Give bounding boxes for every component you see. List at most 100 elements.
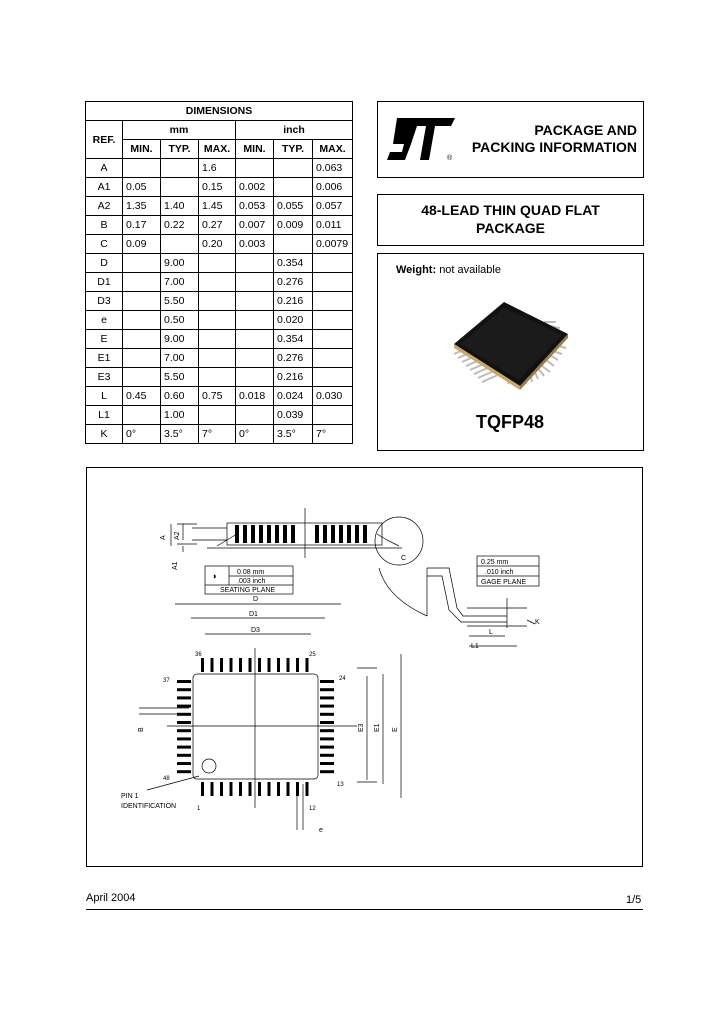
value-cell	[198, 405, 236, 425]
value-cell: 0.024	[273, 386, 313, 406]
lead	[229, 658, 233, 672]
lead	[177, 696, 191, 700]
sub-header-row: MIN.TYP.MAX.MIN.TYP.MAX.	[86, 139, 354, 159]
value-cell	[235, 272, 274, 292]
lead	[320, 712, 334, 716]
value-cell	[311, 253, 354, 273]
ref-cell: D3	[85, 291, 123, 311]
value-cell: 0.27	[198, 215, 236, 235]
sub-header: MAX.	[311, 139, 354, 159]
lead	[320, 770, 334, 774]
value-cell: 0.002	[235, 177, 274, 197]
label-D: D	[253, 596, 258, 603]
value-cell: 5.50	[160, 367, 199, 387]
identification-label: IDENTIFICATION	[121, 803, 176, 810]
value-cell: 0.20	[198, 234, 236, 254]
value-cell: 0.020	[273, 310, 313, 330]
value-cell	[122, 272, 161, 292]
lead	[177, 753, 191, 757]
footer-page: 1/5	[626, 894, 642, 906]
value-cell	[235, 291, 274, 311]
ref-cell: A1	[85, 177, 123, 197]
value-cell	[235, 405, 274, 425]
value-cell	[122, 291, 161, 311]
value-cell	[198, 291, 236, 311]
lead	[320, 737, 334, 741]
lead	[177, 680, 191, 683]
ref-header: REF.	[85, 120, 123, 159]
value-cell	[273, 177, 313, 197]
lead	[177, 721, 191, 724]
ref-cell: L1	[85, 405, 123, 425]
lead	[320, 753, 334, 757]
lead	[239, 782, 242, 796]
lead	[267, 658, 271, 672]
value-cell	[122, 253, 161, 273]
value-cell	[311, 310, 354, 330]
label-D1: D1	[249, 611, 258, 618]
ref-cell: D1	[85, 272, 123, 292]
lead	[277, 658, 280, 672]
lead	[277, 782, 280, 796]
value-cell: 0.063	[311, 158, 354, 178]
value-cell: 0.006	[311, 177, 354, 197]
value-cell: 0.60	[160, 386, 199, 406]
sub-header: MIN.	[122, 139, 161, 159]
lead	[258, 782, 261, 796]
value-cell: 0.057	[311, 196, 354, 216]
value-cell: 0.17	[122, 215, 161, 235]
mechanical-drawing: A A2 A1 ◗ 0.08 mm .003 inch SEATING PLAN…	[121, 508, 540, 834]
value-cell	[235, 310, 274, 330]
lead	[248, 782, 252, 796]
lead	[210, 658, 214, 672]
value-cell	[311, 329, 354, 349]
lead	[177, 712, 191, 716]
value-cell	[122, 310, 161, 330]
value-cell	[198, 367, 236, 387]
ref-cell: D	[85, 253, 123, 273]
header-box: ® PACKAGE AND PACKING INFORMATION	[377, 101, 644, 178]
lead	[177, 688, 191, 692]
gage-mm: 0.25 mm	[481, 559, 508, 566]
lead	[220, 782, 223, 796]
package-name: TQFP48	[476, 412, 545, 432]
value-cell: 0.05	[122, 177, 161, 197]
package-title-box: 48-LEAD THIN QUAD FLAT PACKAGE	[377, 194, 644, 246]
value-cell: 1.40	[160, 196, 199, 216]
value-cell: 9.00	[160, 329, 199, 349]
value-cell: 0.22	[160, 215, 199, 235]
value-cell: 1.6	[198, 158, 236, 178]
value-cell: 0.216	[273, 367, 313, 387]
value-cell: 3.5°	[273, 424, 313, 444]
lead	[320, 704, 334, 708]
label-E: E	[392, 727, 399, 732]
value-cell: 0.0079	[311, 234, 354, 254]
value-cell: 0.354	[273, 329, 313, 349]
value-cell: 0°	[235, 424, 274, 444]
label-K: K	[535, 619, 540, 626]
value-cell: 0.15	[198, 177, 236, 197]
ref-cell: E	[85, 329, 123, 349]
value-cell: 1.00	[160, 405, 199, 425]
photo-box: Weight: not available TQFP48	[377, 253, 644, 451]
lead	[177, 762, 191, 765]
header-line1: PACKAGE AND	[534, 122, 637, 138]
value-cell: 7.00	[160, 348, 199, 368]
pin-25: 25	[309, 652, 316, 658]
value-cell	[198, 310, 236, 330]
st-logo: ®	[387, 118, 455, 162]
value-cell	[235, 348, 274, 368]
label-E1: E1	[374, 723, 381, 732]
ref-cell: K	[85, 424, 123, 444]
value-cell	[122, 158, 161, 178]
ref-cell: C	[85, 234, 123, 254]
